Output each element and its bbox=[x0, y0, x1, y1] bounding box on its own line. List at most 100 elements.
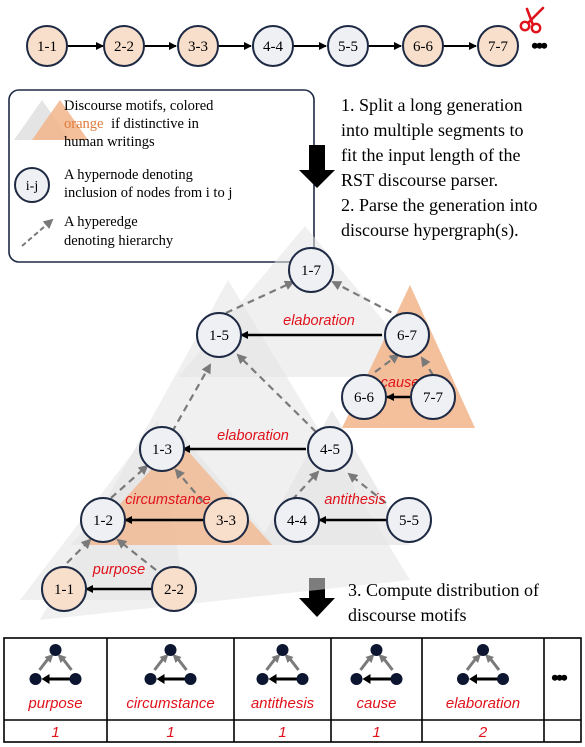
segment-label: 3-3 bbox=[188, 39, 208, 55]
tree-node-label: 7-7 bbox=[423, 390, 443, 406]
motif-column-label: antithesis bbox=[251, 695, 315, 712]
tree-node-label: 3-3 bbox=[216, 513, 236, 529]
tree-node-label: 2-2 bbox=[164, 582, 184, 598]
tree-node-1-3: 1-3 bbox=[139, 426, 185, 472]
tree-node-label: 4-4 bbox=[287, 513, 307, 529]
motif-cell-purpose: purpose 1 bbox=[27, 644, 83, 741]
motif-triangles bbox=[20, 226, 475, 620]
motif-count: 1 bbox=[278, 724, 286, 741]
step1-line4: RST discourse parser. bbox=[341, 170, 498, 190]
tree-node-4-5: 4-5 bbox=[307, 426, 353, 472]
step3-line2: discourse motifs bbox=[348, 605, 467, 625]
tree-node-7-7: 7-7 bbox=[410, 374, 456, 420]
motif-table bbox=[3, 637, 582, 743]
tree-node-1-2: 1-2 bbox=[80, 497, 126, 543]
motif-legend-icon bbox=[14, 100, 88, 140]
tree-node-label: 1-7 bbox=[301, 263, 321, 279]
motif-count: 1 bbox=[166, 724, 174, 741]
motif-column-label: elaboration bbox=[446, 695, 520, 712]
motif-cell-cause: cause 1 bbox=[350, 644, 403, 741]
tree-node-1-1: 1-1 bbox=[41, 566, 87, 612]
motif-table-cells: purpose 1 circumstance 1 antithesis 1 cause 1 el… bbox=[27, 644, 520, 741]
motif-column-label: purpose bbox=[27, 695, 82, 712]
steps-1-2-text: 1. Split a long generation into multiple… bbox=[341, 95, 537, 241]
tree-node-6-7: 6-7 bbox=[384, 312, 430, 358]
tree-node-label: 4-5 bbox=[320, 442, 340, 458]
table-more-ellipsis: ••• bbox=[551, 665, 567, 690]
motif-icon bbox=[350, 644, 403, 685]
relation-label-antithesis: antithesis bbox=[324, 492, 385, 508]
legend-motif-line1: Discourse motifs, colored bbox=[64, 98, 214, 114]
step2-line2: discourse hypergraph(s). bbox=[341, 220, 519, 241]
segment-node-7-7: 7-7 bbox=[477, 25, 519, 67]
motif-column-label: circumstance bbox=[126, 695, 214, 712]
segment-row: 1-1 2-2 3-3 4-4 5-5 6-6 7-7 ••• bbox=[26, 6, 550, 67]
motif-column-label: cause bbox=[356, 695, 396, 712]
motif-count: 1 bbox=[372, 724, 380, 741]
motif-cell-circumstance: circumstance 1 bbox=[126, 644, 215, 741]
down-arrow-icon bbox=[299, 145, 335, 188]
tree-node-label: 1-2 bbox=[93, 513, 113, 529]
motif-icon bbox=[256, 644, 309, 685]
motif-icon bbox=[457, 644, 509, 685]
tree-node-3-3: 3-3 bbox=[203, 497, 249, 543]
segment-label: 4-4 bbox=[263, 39, 283, 55]
step1-line2: into multiple segments to bbox=[341, 120, 524, 140]
motif-cell-antithesis: antithesis 1 bbox=[251, 644, 315, 741]
legend-node-line2: inclusion of nodes from i to j bbox=[64, 185, 232, 201]
hyperedges bbox=[66, 280, 434, 571]
tree-node-5-5: 5-5 bbox=[386, 497, 432, 543]
segment-label: 7-7 bbox=[488, 39, 508, 55]
tree-node-label: 1-1 bbox=[54, 582, 74, 598]
segment-node-5-5: 5-5 bbox=[327, 25, 369, 67]
segments-more-ellipsis: ••• bbox=[531, 33, 547, 58]
legend-edge-line2: denoting hierarchy bbox=[64, 233, 174, 249]
step2-line1: 2. Parse the generation into bbox=[341, 195, 537, 215]
tree-node-1-7: 1-7 bbox=[288, 247, 334, 293]
tree-node-label: 5-5 bbox=[399, 513, 419, 529]
step3-text: 3. Compute distribution of discourse mot… bbox=[348, 580, 539, 625]
legend-motif-line2: orange if distinctive in bbox=[64, 116, 200, 132]
step3-line1: 3. Compute distribution of bbox=[348, 580, 539, 600]
motif-icon bbox=[144, 644, 197, 685]
tree-node-6-6: 6-6 bbox=[341, 374, 387, 420]
legend-orange-word: orange bbox=[64, 116, 103, 132]
legend-node-line1: A hypernode denoting bbox=[64, 167, 193, 183]
segment-label: 1-1 bbox=[37, 39, 57, 55]
motif-count: 1 bbox=[51, 724, 59, 741]
tree-node-label: 6-6 bbox=[354, 390, 374, 406]
segment-label: 2-2 bbox=[114, 39, 134, 55]
scissors-icon bbox=[519, 6, 545, 34]
legend-node-icon: i-j bbox=[14, 167, 50, 203]
tree-node-label: 1-3 bbox=[152, 442, 172, 458]
relation-edges bbox=[85, 331, 410, 593]
motif-icon bbox=[29, 644, 82, 685]
tree-node-4-4: 4-4 bbox=[274, 497, 320, 543]
legend-motif-line2-rest: if distinctive in bbox=[111, 116, 200, 132]
legend-edge-line1: A hyperedge bbox=[64, 214, 138, 230]
tree-node-2-2: 2-2 bbox=[151, 566, 197, 612]
segment-node-3-3: 3-3 bbox=[177, 25, 219, 67]
segment-node-6-6: 6-6 bbox=[402, 25, 444, 67]
legend-edge-arrow-icon bbox=[21, 218, 54, 247]
tree-node-label: 6-7 bbox=[397, 328, 417, 344]
segment-node-4-4: 4-4 bbox=[252, 25, 294, 67]
relation-label-purpose: purpose bbox=[92, 562, 145, 578]
relation-label-cause: cause bbox=[381, 375, 420, 391]
tree-node-1-5: 1-5 bbox=[196, 312, 242, 358]
legend-node-glyph: i-j bbox=[26, 179, 38, 194]
segment-label: 6-6 bbox=[413, 39, 433, 55]
tree-node-label: 1-5 bbox=[209, 328, 229, 344]
step1-line1: 1. Split a long generation bbox=[341, 95, 522, 115]
step1-line3: fit the input length of the bbox=[341, 145, 520, 165]
segment-node-2-2: 2-2 bbox=[103, 25, 145, 67]
relation-label-circumstance: circumstance bbox=[125, 492, 210, 508]
relation-label-elaboration-top: elaboration bbox=[283, 313, 355, 329]
segment-node-1-1: 1-1 bbox=[26, 25, 68, 67]
relation-label-elaboration-mid: elaboration bbox=[217, 428, 289, 444]
legend-motif-line3: human writings bbox=[64, 134, 155, 150]
tree-nodes: 1-7 1-5 6-7 6-6 7-7 1-3 4-5 1-2 bbox=[41, 247, 456, 612]
segment-label: 5-5 bbox=[338, 39, 358, 55]
